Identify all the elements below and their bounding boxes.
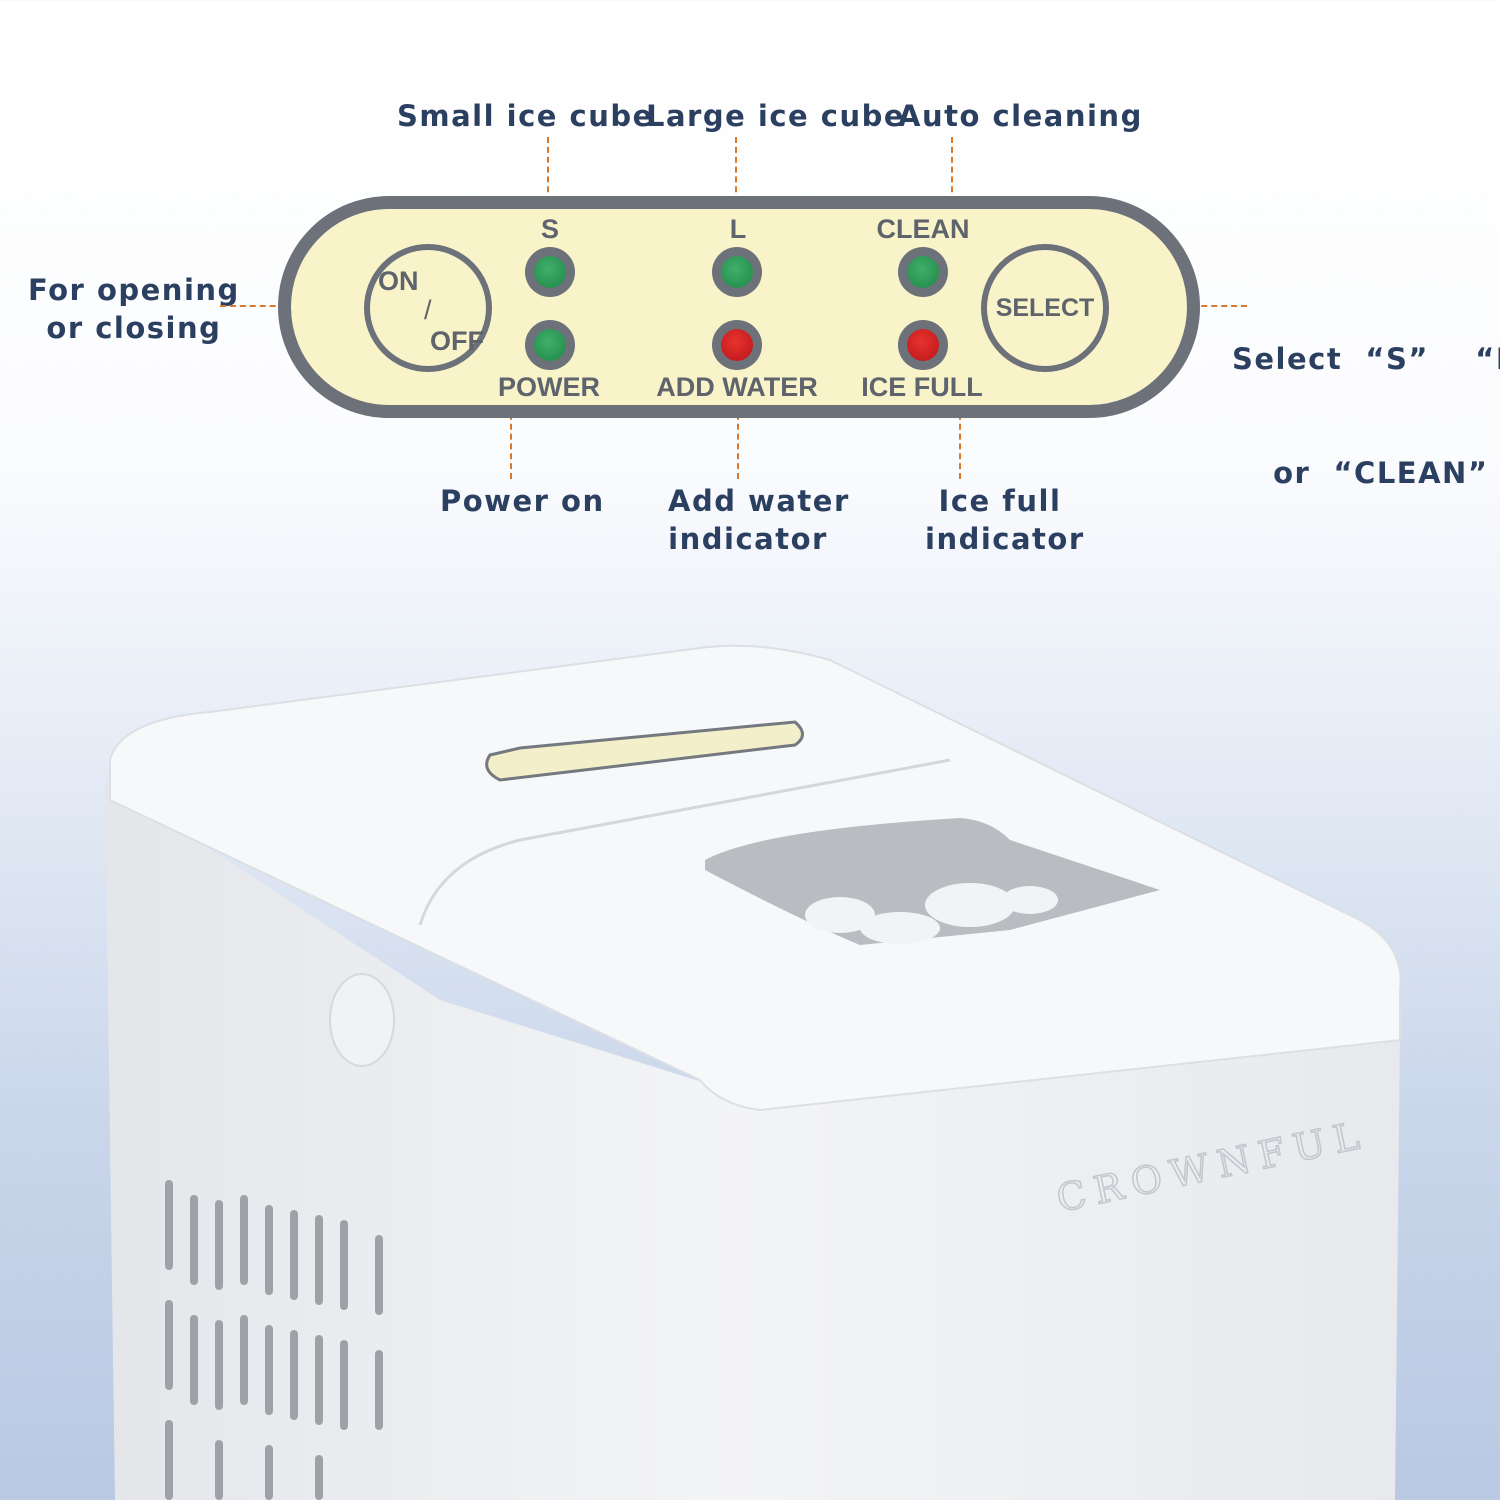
side-knob	[329, 973, 395, 1067]
callout-large-ice-cube: Large ice cube	[646, 99, 906, 133]
lid-seam	[418, 758, 951, 926]
callout-small-ice-cube: Small ice cube	[397, 99, 654, 133]
leader-line	[959, 404, 961, 479]
on-label: ON	[378, 266, 419, 296]
leader-line	[735, 137, 737, 212]
callout-on-off: For opening or closing	[28, 271, 240, 347]
off-label: OFF	[430, 326, 484, 356]
body-side	[105, 780, 760, 1500]
callout-line: Add water	[668, 484, 850, 518]
callout-line: Select “S” “L”	[1232, 342, 1500, 376]
callout-select: Select “S” “L” or “CLEAN”	[1232, 264, 1500, 530]
leader-line	[951, 137, 953, 212]
select-button[interactable]: SELECT	[981, 244, 1109, 372]
callout-line: or closing	[46, 311, 222, 345]
leader-line	[510, 404, 512, 479]
led-clean	[898, 247, 948, 297]
power-label: POWER	[497, 372, 601, 402]
callout-line: For opening	[28, 273, 240, 307]
led-ice-full	[898, 320, 948, 370]
led-power	[525, 320, 575, 370]
l-label: L	[729, 214, 747, 244]
control-panel-enlarged: ON / OFF S L CLEAN POWER ADD WATER ICE F…	[278, 196, 1200, 418]
add-water-label: ADD WATER	[656, 372, 818, 402]
panel-small	[485, 720, 804, 782]
select-label: SELECT	[995, 294, 1095, 322]
led-small	[525, 247, 575, 297]
led-add-water	[712, 320, 762, 370]
ice-cubes	[805, 883, 1058, 944]
leader-line	[737, 404, 739, 479]
clean-label: CLEAN	[876, 214, 970, 244]
callout-power-on: Power on	[440, 484, 605, 518]
callout-auto-cleaning: Auto cleaning	[898, 99, 1143, 133]
leader-line	[547, 137, 549, 212]
callout-line: or “CLEAN”	[1273, 456, 1489, 490]
led-large	[712, 247, 762, 297]
ice-full-label: ICE FULL	[861, 372, 983, 402]
vent-slots	[165, 1180, 383, 1500]
callout-line: indicator	[668, 522, 828, 556]
body-front	[740, 1030, 1400, 1500]
callout-line: Ice full	[938, 484, 1062, 518]
callout-line: indicator	[925, 522, 1085, 556]
callout-ice-full: Ice full indicator	[925, 482, 1085, 558]
s-label: S	[540, 214, 560, 244]
slash: /	[424, 295, 432, 325]
callout-add-water: Add water indicator	[668, 482, 850, 558]
on-off-button[interactable]: ON / OFF	[364, 244, 492, 372]
